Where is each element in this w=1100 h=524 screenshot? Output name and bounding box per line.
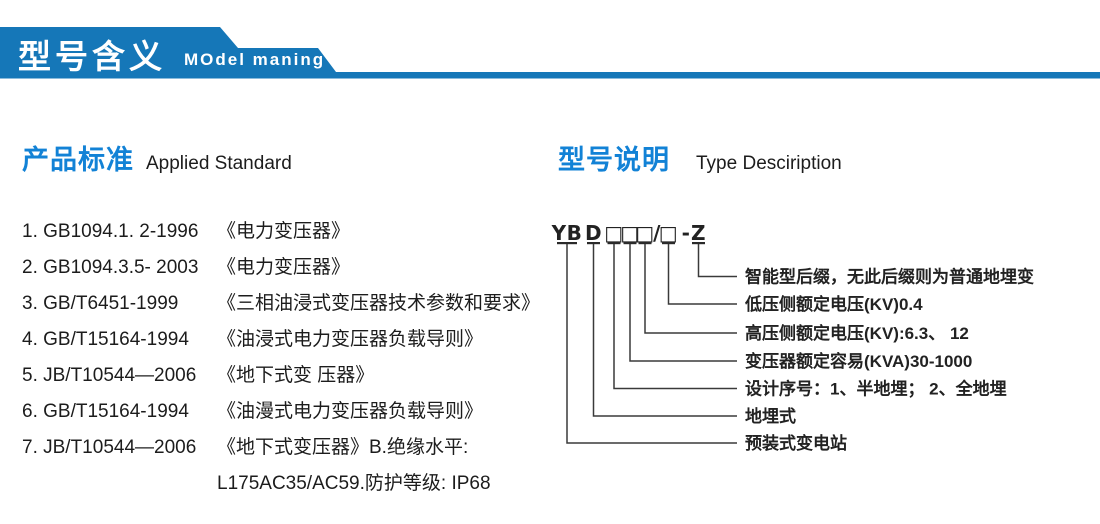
banner-ribbon-shape (0, 27, 1100, 79)
code-group-d: D (585, 221, 602, 245)
standards-row: 3. GB/T6451-1999 《三相油浸式变压器技术参数和要求》 (22, 286, 542, 322)
standard-title: 《油漫式电力变压器负载导则》 (217, 401, 484, 422)
diagram-label-design-serial: 设计序号：1、半地埋； 2、全地埋 (745, 379, 1007, 399)
diagram-label-rated-capacity: 变压器额定容易(KVA)30-1000 (745, 351, 972, 371)
standard-title: 《油浸式电力变压器负载导则》 (217, 329, 484, 350)
underline-z (692, 242, 705, 245)
type-description-heading-en: Type Desciription (696, 153, 842, 174)
code-box-1: □ (604, 221, 623, 245)
diagram-label-hv-voltage: 高压侧额定电压(KV):6.3、 12 (745, 323, 969, 343)
type-description-heading-cn: 型号说明 (558, 145, 670, 175)
standards-row-continuation: L175AC35/AC59.防护等级: IP68 (22, 466, 542, 502)
standard-code: 3. GB/T6451-1999 (22, 293, 179, 314)
connector-box4 (667, 244, 737, 305)
code-underlines (557, 242, 705, 245)
standard-title: L175AC35/AC59.防护等级: IP68 (217, 473, 491, 494)
standard-code: 5. JB/T10544—2006 (22, 365, 197, 386)
model-code-diagram: YB D □ □ □ / □ - Z 智能型后缀，无此后缀则为普通地埋变 低压侧… (551, 221, 1034, 453)
connector-lines (566, 244, 737, 444)
code-group-z: Z (691, 221, 706, 245)
standard-title: 《电力变压器》 (217, 257, 351, 278)
applied-standard-heading: 产品标准 Applied Standard (22, 138, 292, 177)
type-description-heading: 型号说明 Type Desciription (558, 138, 842, 177)
connector-d (592, 244, 737, 417)
standard-code: 6. GB/T15164-1994 (22, 401, 189, 422)
underline-box3 (638, 242, 652, 245)
standard-title: 《三相油浸式变压器技术参数和要求》 (217, 293, 541, 314)
connector-box2 (629, 244, 737, 362)
page-banner: 型号含义 MOdel maning (0, 0, 1100, 84)
applied-standard-heading-cn: 产品标准 (22, 145, 134, 175)
standards-list: 1. GB1094.1. 2-1996 《电力变压器》 2. GB1094.3.… (22, 214, 542, 502)
underline-d (587, 242, 600, 245)
standard-title: 《地下式变 压器》 (217, 365, 375, 386)
standard-title: 《地下式变压器》B.绝缘水平: (217, 437, 469, 458)
standard-code: 1. GB1094.1. 2-1996 (22, 221, 199, 242)
code-dash: - (682, 221, 691, 245)
standards-row: 6. GB/T15164-1994 《油漫式电力变压器负载导则》 (22, 394, 542, 430)
banner-title: 型号含义 (18, 38, 166, 75)
standard-title: 《电力变压器》 (217, 221, 351, 242)
diagram-label-buried-type: 地埋式 (745, 406, 796, 426)
connector-z (697, 244, 737, 278)
standard-code (22, 466, 217, 502)
standard-code: 2. GB1094.3.5- 2003 (22, 257, 199, 278)
code-slash: / (653, 221, 661, 245)
code-box-3: □ (635, 221, 654, 245)
connector-box1 (613, 244, 737, 390)
standard-code: 4. GB/T15164-1994 (22, 329, 189, 350)
code-box-2: □ (620, 221, 639, 245)
underline-box1 (607, 242, 621, 245)
code-group-yb: YB (551, 221, 583, 245)
diagram-label-smart-suffix: 智能型后缀，无此后缀则为普通地埋变 (745, 267, 1034, 287)
standard-code: 7. JB/T10544—2006 (22, 437, 197, 458)
connector-yb (566, 244, 737, 444)
standards-row: 2. GB1094.3.5- 2003 《电力变压器》 (22, 250, 542, 286)
underline-box4 (662, 242, 675, 245)
underline-yb (557, 242, 577, 245)
standards-row: 1. GB1094.1. 2-1996 《电力变压器》 (22, 214, 542, 250)
applied-standard-heading-en: Applied Standard (146, 153, 292, 174)
diagram-label-lv-voltage: 低压侧额定电压(KV)0.4 (744, 294, 923, 314)
code-box-4: □ (659, 221, 678, 245)
diagram-label-prefab-substation: 预装式变电站 (745, 433, 847, 453)
standards-row: 7. JB/T10544—2006 《地下式变压器》B.绝缘水平: (22, 430, 542, 466)
banner-subtitle: MOdel maning (184, 50, 326, 69)
standards-row: 4. GB/T15164-1994 《油浸式电力变压器负载导则》 (22, 322, 542, 358)
banner-ribbon-polygon (0, 27, 1100, 79)
underline-box2 (623, 242, 637, 245)
standards-row: 5. JB/T10544—2006 《地下式变 压器》 (22, 358, 542, 394)
connector-box3 (644, 244, 737, 334)
